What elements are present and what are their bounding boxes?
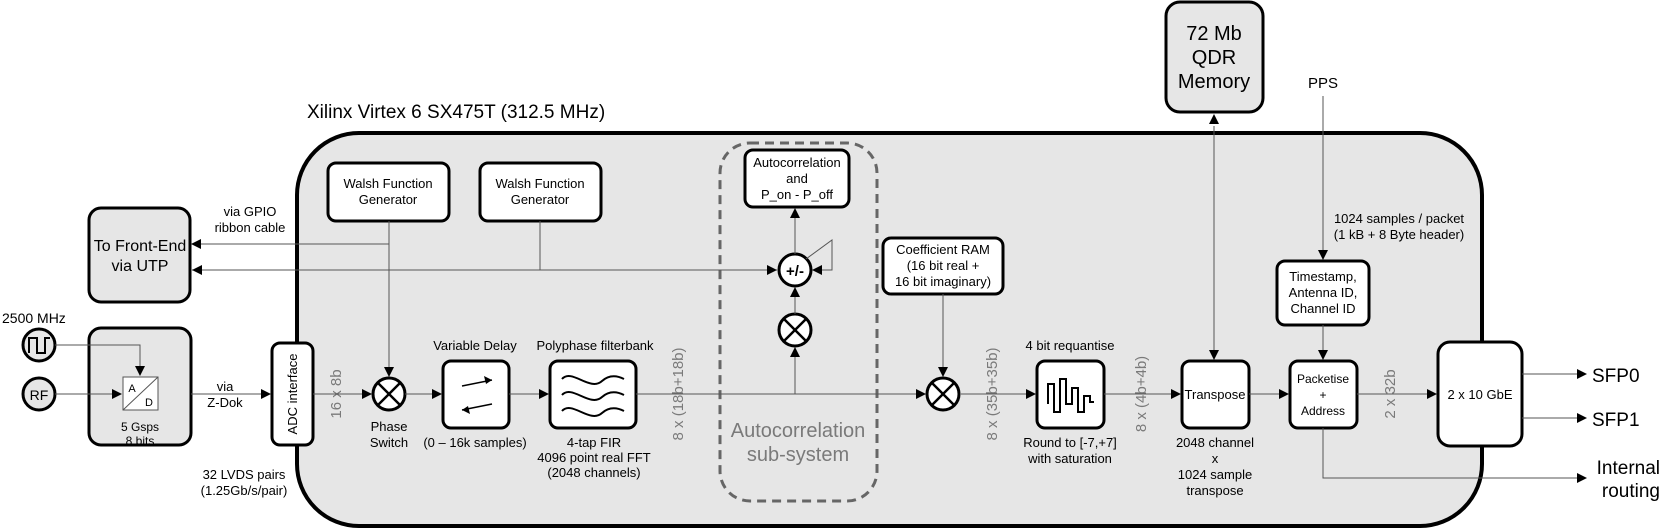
phase-switch-multiplier-icon (371, 376, 407, 412)
internal-routing-label-1: Internal (1597, 458, 1660, 479)
adc-interface-label: ADC interface (285, 354, 300, 435)
coeff-line-3: 16 bit imaginary) (895, 274, 991, 289)
transpose-sub-2: x (1212, 451, 1219, 466)
transpose-sub-4: transpose (1186, 483, 1243, 498)
autocorr-multiplier-icon (777, 312, 813, 348)
zdok-label-1: via (217, 379, 234, 394)
adc-d-label: D (145, 397, 153, 409)
polyphase-sub-3: (2048 channels) (547, 465, 640, 480)
lvds-label-1: 32 LVDS pairs (203, 467, 286, 482)
walsh1-line-1: Walsh Function (343, 176, 432, 191)
plus-minus-label: +/- (786, 263, 804, 280)
packetise-line-1: Packetise (1297, 372, 1349, 386)
internal-routing-label-2: routing (1602, 481, 1660, 502)
requant-sub-2: with saturation (1027, 451, 1112, 466)
requant-sub-1: Round to [-7,+7] (1023, 435, 1117, 450)
front-end-line-1: To Front-End (94, 238, 186, 255)
variable-delay-box (441, 359, 511, 430)
gbe-label: 2 x 10 GbE (1447, 387, 1512, 402)
clock-label: 2500 MHz (2, 310, 66, 326)
front-end-line-2: via UTP (112, 258, 169, 275)
signal-wires (55, 96, 1587, 483)
autocorrelation-subsystem-boundary (718, 141, 879, 503)
qdr-line-3: Memory (1178, 71, 1250, 93)
packet-note-2: (1 kB + 8 Byte header) (1334, 227, 1464, 242)
polyphase-sub-2: 4096 point real FFT (537, 450, 651, 465)
timestamp-line-2: Antenna ID, (1289, 285, 1358, 300)
timestamp-line-1: Timestamp, (1289, 269, 1356, 284)
fpga-board (295, 131, 1484, 528)
square-wave-icon (28, 337, 50, 354)
fpga-title: Xilinx Virtex 6 SX475T (312.5 MHz) (307, 102, 605, 123)
filterbank-waves-icon (561, 375, 625, 417)
requant-title: 4 bit requantise (1026, 338, 1115, 353)
qdr-line-1: 72 Mb (1186, 23, 1242, 45)
variable-delay-title: Variable Delay (433, 338, 517, 353)
transpose-sub-1: 2048 channel (1176, 435, 1254, 450)
pps-label: PPS (1308, 75, 1338, 92)
walsh2-line-1: Walsh Function (495, 176, 584, 191)
packet-note-1: 1024 samples / packet (1334, 211, 1464, 226)
sfp1-label: SFP1 (1592, 410, 1640, 431)
transpose-sub-3: 1024 sample (1178, 467, 1252, 482)
coeff-line-2: (16 bit real + (907, 258, 980, 273)
front-end-box (87, 206, 192, 304)
transpose-label: Transpose (1185, 387, 1246, 402)
gbe-box (1436, 340, 1524, 448)
qdr-line-2: QDR (1192, 47, 1236, 69)
variable-delay-sub: (0 – 16k samples) (423, 435, 526, 450)
gpio-label-1: via GPIO (224, 204, 277, 219)
walsh2-line-2: Generator (511, 192, 570, 207)
walsh1-line-2: Generator (359, 192, 418, 207)
clock-source-circle (21, 327, 57, 363)
zdok-label-2: Z-Dok (207, 395, 243, 410)
sfp0-label: SFP0 (1592, 366, 1640, 387)
rf-label: RF (30, 387, 49, 403)
autocorr-line-3: P_on - P_off (761, 187, 833, 202)
adc-rate-2: 8 bits (126, 434, 155, 448)
autocorr-line-1: Autocorrelation (753, 155, 840, 170)
gpio-label-2: ribbon cable (215, 220, 286, 235)
polyphase-title: Polyphase filterbank (536, 338, 654, 353)
coeff-line-1: Coefficient RAM (896, 242, 990, 257)
lvds-label-2: (1.25Gb/s/pair) (201, 483, 288, 498)
adc-rate-1: 5 Gsps (121, 420, 159, 434)
adc-a-label: A (128, 383, 136, 395)
phase-switch-label-2: Switch (370, 435, 408, 450)
coefficient-multiplier-icon (925, 376, 961, 412)
autocorr-line-2: and (786, 171, 808, 186)
phase-switch-label-1: Phase (371, 419, 408, 434)
packetise-line-3: Address (1301, 404, 1345, 418)
autocorr-subsystem-label-1: Autocorrelation (731, 420, 866, 442)
packetise-line-2: + (1319, 388, 1326, 402)
requantise-staircase-icon (1047, 378, 1094, 413)
delay-arrows-icon (461, 376, 493, 414)
qdr-memory-box (1164, 0, 1265, 114)
timestamp-line-3: Channel ID (1290, 301, 1355, 316)
autocorr-subsystem-label-2: sub-system (747, 444, 849, 466)
polyphase-sub-1: 4-tap FIR (567, 435, 621, 450)
autocorrelation-box (743, 148, 851, 209)
